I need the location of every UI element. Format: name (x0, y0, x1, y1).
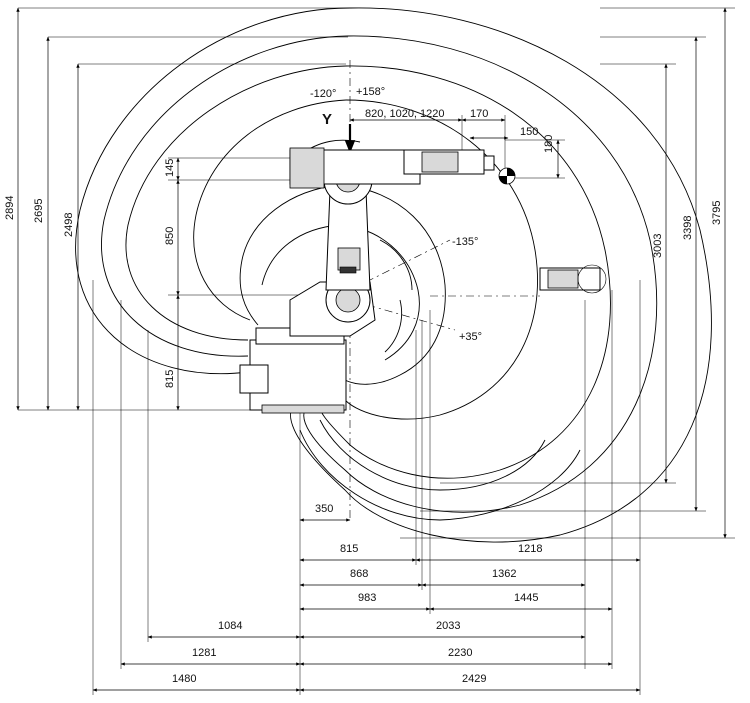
envelope-6-left (261, 224, 341, 286)
dim-350: 350 (315, 503, 333, 515)
dim-145: 145 (164, 159, 176, 177)
dim-1480: 1480 (172, 673, 196, 685)
axis-4-motors (289, 147, 325, 189)
dim-2429: 2429 (462, 673, 486, 685)
dim-820-1020-1220: 820, 1020, 1220 (365, 108, 445, 120)
dim-2894: 2894 (4, 196, 16, 220)
dim-1084: 1084 (218, 620, 242, 632)
envelope-5-left (239, 184, 341, 326)
envelope-5 (339, 184, 446, 385)
envelope-2-left (101, 35, 349, 357)
envelope-6 (339, 224, 420, 361)
dim-983: 983 (358, 592, 376, 604)
arm-logo (339, 266, 357, 274)
dim-815-vertical: 815 (164, 370, 176, 388)
wrist-motor (421, 151, 459, 173)
robot-base-side (239, 364, 269, 394)
dim-1445: 1445 (514, 592, 538, 604)
label-angle-minus135: -135° (452, 236, 478, 248)
envelope-outer (290, 7, 712, 543)
dim-850: 850 (164, 227, 176, 245)
work-envelope-curves (75, 7, 712, 543)
dim-170: 170 (470, 108, 488, 120)
label-angle-plus158: +158° (356, 86, 385, 98)
dim-2033: 2033 (436, 620, 460, 632)
right-vertical-dimensions (400, 7, 735, 539)
dim-815: 815 (340, 543, 358, 555)
envelope-lower-a (299, 429, 581, 521)
dim-3795: 3795 (711, 201, 723, 225)
bottom-horizontal-dimensions (92, 280, 641, 695)
robot-lower-arm (325, 189, 371, 291)
dim-1362: 1362 (492, 568, 516, 580)
dim-1218: 1218 (518, 543, 542, 555)
dim-3398: 3398 (682, 216, 694, 240)
dim-3003: 3003 (652, 234, 664, 258)
wrist-rotated-motor (547, 269, 579, 289)
dim-180: 180 (543, 135, 555, 153)
axis-2-joint-inner (335, 287, 361, 313)
tcp-marker-icon (498, 167, 516, 185)
envelope-4 (344, 99, 538, 420)
envelope-2 (303, 35, 658, 513)
envelope-3 (319, 65, 611, 479)
envelope-lower-b (319, 419, 546, 491)
labels: Y -120° +158° -135° +35° 820, 1020, 1220… (4, 86, 723, 685)
dim-150: 150 (520, 126, 538, 138)
label-angle-minus120: -120° (310, 88, 336, 100)
rotation-arc-lower (384, 299, 403, 353)
dim-1281: 1281 (192, 647, 216, 659)
envelope-4-left (193, 99, 347, 321)
dim-868: 868 (350, 568, 368, 580)
dim-2230: 2230 (448, 647, 472, 659)
wrist-rotated-flange (577, 264, 607, 294)
label-angle-plus35: +35° (459, 331, 482, 343)
left-vertical-dimensions (16, 7, 350, 411)
envelope-outer-left (75, 7, 351, 375)
robot-base-plate (261, 404, 345, 414)
rotation-arc-small (379, 239, 413, 291)
label-axis-y: Y (322, 111, 332, 128)
dim-2498: 2498 (63, 213, 75, 237)
dim-2695: 2695 (33, 199, 45, 223)
robot-top-view (239, 147, 607, 414)
envelope-3-left (125, 65, 347, 341)
wrist-flange (483, 155, 495, 171)
